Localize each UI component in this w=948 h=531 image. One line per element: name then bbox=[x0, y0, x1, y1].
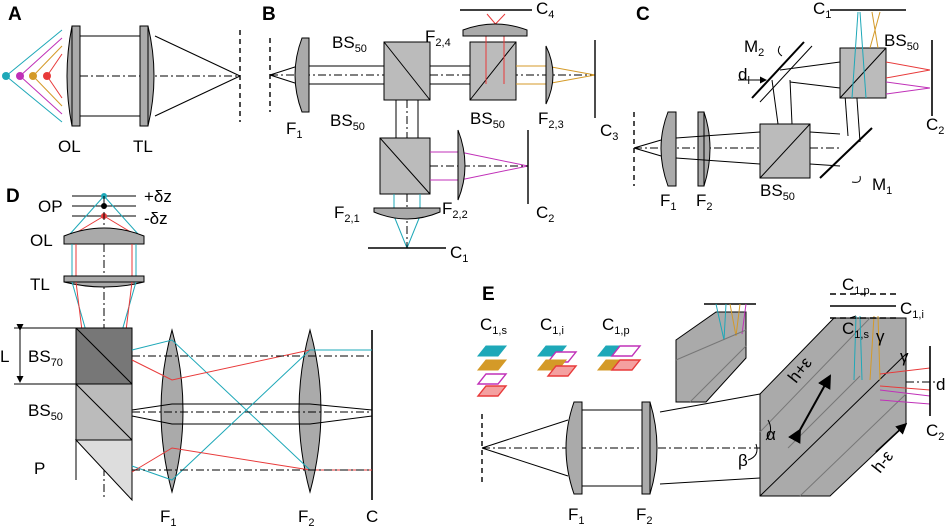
lens-f22 bbox=[457, 129, 466, 201]
lens-f1 bbox=[294, 37, 310, 113]
svg-text:dl: dl bbox=[738, 65, 750, 87]
svg-text:γ: γ bbox=[900, 347, 909, 366]
mirror-m1 bbox=[819, 127, 873, 179]
inset-prism bbox=[675, 303, 756, 403]
svg-text:OL: OL bbox=[30, 231, 53, 250]
tile-group-c1p bbox=[596, 345, 642, 371]
svg-text:C2: C2 bbox=[536, 203, 554, 225]
tile-group-c1s bbox=[476, 345, 508, 397]
svg-text:C1,p: C1,p bbox=[842, 275, 870, 297]
lens-d-f1 bbox=[160, 328, 184, 494]
mirror-m2 bbox=[751, 41, 805, 99]
svg-text:BS50: BS50 bbox=[28, 401, 63, 423]
svg-text:C1,i: C1,i bbox=[900, 299, 924, 321]
panel-d-label: D bbox=[6, 186, 20, 207]
svg-text:TL: TL bbox=[30, 275, 50, 294]
svg-text:C1,s: C1,s bbox=[842, 319, 869, 341]
svg-text:F2,3: F2,3 bbox=[538, 109, 564, 131]
lens-e-f1 bbox=[565, 401, 583, 495]
panel-b: B bbox=[262, 0, 618, 265]
panel-d: D bbox=[0, 186, 378, 529]
svg-text:F1: F1 bbox=[160, 507, 177, 526]
svg-text:OP: OP bbox=[38, 197, 63, 216]
svg-text:F1: F1 bbox=[286, 119, 303, 141]
tube-lens-d bbox=[63, 275, 145, 283]
panel-a: A OL TL bbox=[2, 4, 241, 156]
panel-c-label: C bbox=[636, 4, 650, 25]
svg-text:C4: C4 bbox=[536, 0, 554, 21]
svg-text:C1,s: C1,s bbox=[480, 315, 507, 337]
svg-text:F1: F1 bbox=[568, 505, 585, 526]
svg-text:BS50: BS50 bbox=[470, 109, 505, 131]
svg-text:F2,2: F2,2 bbox=[442, 199, 468, 221]
svg-text:BS70: BS70 bbox=[28, 347, 63, 369]
svg-text:M1: M1 bbox=[872, 175, 892, 197]
panel-e: E C1,s C1,i C1,p bbox=[476, 275, 945, 527]
svg-text:F2: F2 bbox=[696, 191, 713, 213]
svg-text:β: β bbox=[738, 451, 748, 470]
ol-label: OL bbox=[58, 137, 81, 156]
svg-text:BS50: BS50 bbox=[332, 33, 367, 55]
panel-a-label: A bbox=[8, 4, 22, 25]
svg-text:C1: C1 bbox=[813, 0, 831, 21]
panel-e-label: E bbox=[482, 284, 495, 305]
tile-group-c1i bbox=[536, 345, 578, 377]
svg-text:C2: C2 bbox=[926, 421, 944, 443]
svg-text:BS50: BS50 bbox=[884, 31, 919, 53]
lens-e-f2 bbox=[641, 401, 651, 495]
svg-text:+δz: +δz bbox=[144, 187, 172, 206]
svg-text:C2: C2 bbox=[926, 115, 944, 137]
svg-text:F2,4: F2,4 bbox=[425, 27, 451, 49]
svg-text:F2: F2 bbox=[636, 505, 653, 526]
panel-b-label: B bbox=[262, 4, 276, 25]
lens-f24 bbox=[462, 23, 528, 37]
svg-text:C1: C1 bbox=[450, 243, 468, 265]
svg-text:L: L bbox=[0, 347, 9, 366]
svg-text:P: P bbox=[34, 459, 45, 478]
svg-text:d: d bbox=[936, 375, 945, 394]
tube-lens bbox=[139, 25, 149, 127]
objective-lens-d bbox=[63, 227, 145, 245]
lens-f21 bbox=[373, 207, 441, 220]
svg-text:C1,i: C1,i bbox=[540, 315, 564, 337]
svg-text:C: C bbox=[366, 507, 378, 526]
lens-f23 bbox=[545, 45, 554, 105]
svg-text:F2,1: F2,1 bbox=[334, 203, 360, 225]
svg-text:BS50: BS50 bbox=[330, 111, 365, 133]
svg-text:C1,p: C1,p bbox=[602, 315, 630, 337]
lens-d-f2 bbox=[298, 328, 322, 494]
tl-label: TL bbox=[133, 137, 153, 156]
ray-fans bbox=[5, 29, 63, 123]
svg-text:BS50: BS50 bbox=[760, 181, 795, 203]
svg-text:F1: F1 bbox=[660, 191, 677, 213]
panel-c: C bbox=[633, 0, 944, 213]
svg-text:γ: γ bbox=[876, 327, 885, 346]
lens-c-f2 bbox=[697, 111, 705, 187]
svg-text:C3: C3 bbox=[600, 121, 618, 143]
svg-text:M2: M2 bbox=[744, 37, 764, 59]
svg-text:-δz: -δz bbox=[144, 209, 168, 228]
svg-text:α: α bbox=[766, 425, 776, 444]
svg-text:F2: F2 bbox=[298, 507, 315, 526]
lens-c-f1 bbox=[660, 111, 677, 187]
